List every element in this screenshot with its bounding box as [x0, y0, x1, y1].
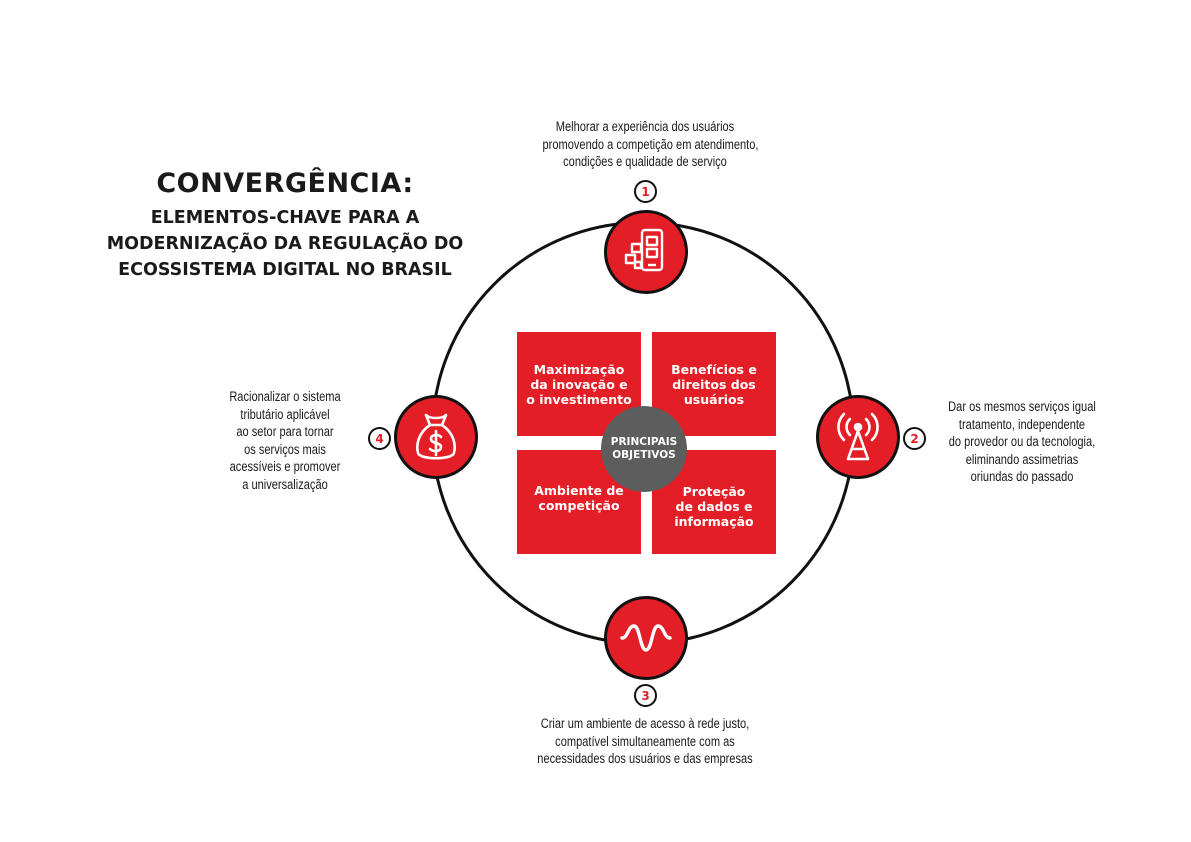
description-line: tratamento, independente [958, 416, 1086, 432]
description-line: necessidades dos usuários e das empresas [537, 751, 753, 766]
element-4-badge: 4 [368, 427, 391, 450]
center-label: PRINCIPAIS OBJETIVOS [610, 436, 678, 461]
description-line: os serviços mais [244, 441, 326, 457]
page-title: CONVERGÊNCIA: [156, 168, 414, 199]
element-2-icon-circle [816, 395, 900, 479]
title-block: CONVERGÊNCIA: ELEMENTOS-CHAVE PARA A MOD… [95, 168, 475, 283]
description-line: compatível simultaneamente com as [555, 733, 735, 749]
element-2-badge: 2 [903, 427, 926, 450]
mobile-app-icon [624, 228, 664, 272]
subtitle-line: ECOSSISTEMA DIGITAL NO BRASIL [118, 260, 452, 280]
description-line: ao setor para tornar [236, 424, 334, 439]
element-4-icon-circle [394, 395, 478, 479]
subtitle-line: MODERNIZAÇÃO DA REGULAÇÃO DO [106, 234, 464, 254]
element-3-description: Criar um ambiente de acesso à rede justo… [534, 715, 755, 768]
subtitle-line: ELEMENTOS-CHAVE PARA A [150, 208, 420, 228]
antenna-tower-icon [837, 412, 879, 461]
element-2-description: Dar os mesmos serviços igual tratamento,… [932, 398, 1112, 486]
element-1-badge: 1 [634, 180, 657, 203]
description-line: condições e qualidade de serviço [563, 154, 727, 169]
quadrant-data-protection: Proteção de dados e informação [652, 450, 776, 554]
description-line: oriundas do passado [970, 469, 1074, 484]
description-line: a universalização [242, 476, 328, 492]
description-line: acessíveis e promover [229, 459, 341, 474]
description-line: eliminando assimetrias [965, 451, 1079, 467]
page-subtitle: ELEMENTOS-CHAVE PARA A MODERNIZAÇÃO DA R… [95, 205, 475, 283]
description-line: Dar os mesmos serviços igual [948, 399, 1096, 414]
description-line: tributário aplicável [240, 406, 330, 422]
element-3-icon-circle [604, 596, 688, 680]
element-1-icon-circle [604, 210, 688, 294]
signal-wave-icon [620, 624, 672, 652]
quadrant-label: Proteção de dados e informação [674, 483, 754, 529]
quadrant-label: Benefícios e direitos dos usuários [671, 361, 757, 407]
quadrant-label: Ambiente de competição [534, 483, 624, 513]
center-hub: PRINCIPAIS OBJETIVOS [601, 406, 687, 492]
description-line: Racionalizar o sistema [229, 389, 341, 404]
element-1-description: Melhorar a experiência dos usuários prom… [542, 118, 759, 171]
description-line: Melhorar a experiência dos usuários [555, 119, 735, 134]
description-line: Criar um ambiente de acesso à rede justo… [540, 716, 750, 731]
element-4-description: Racionalizar o sistema tributário aplicá… [215, 388, 354, 493]
money-bag-icon [416, 413, 456, 460]
description-line: promovendo a competição em atendimento, [542, 136, 759, 152]
element-3-badge: 3 [634, 684, 657, 707]
quadrant-label: Maximização da inovação e o investimento [526, 361, 632, 407]
description-line: do provedor ou da tecnologia, [948, 434, 1096, 449]
